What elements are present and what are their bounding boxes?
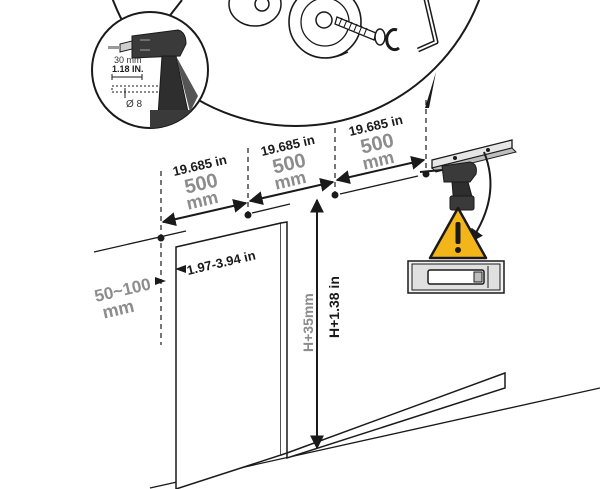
- edge-offset-mm-label: 50~100 mm: [93, 275, 153, 323]
- wall-plug-icon: [228, 0, 282, 27]
- spirit-level-icon: [407, 260, 505, 294]
- hole-marker: [157, 234, 165, 242]
- allen-key-icon: [416, 0, 439, 53]
- drill-icon: [419, 161, 477, 211]
- height-mm-label: H+35mm: [300, 293, 316, 352]
- wall-outline: [93, 175, 600, 489]
- mounting-bracket-icon: [288, 0, 362, 59]
- drill-depth-in: 1.18 IN.: [112, 64, 144, 74]
- spacing-arrows: [161, 156, 426, 227]
- detail-circle-drill: 30 mm 1.18 IN. Ø 8: [91, 11, 209, 129]
- edge-offset-arrows: [155, 265, 186, 285]
- spacing-label-1: 19.685 in 500 mm: [171, 152, 228, 214]
- drill-diameter: Ø 8: [126, 99, 143, 110]
- height-in-label: H+1.38 in: [326, 276, 342, 338]
- drill-icon: [108, 29, 198, 128]
- dashed-guides: [160, 100, 427, 345]
- screw-icon: [334, 16, 386, 46]
- detail-circle-hardware: [111, 0, 481, 127]
- hole-marker: [331, 191, 339, 199]
- warning-triangle-icon: [428, 206, 488, 260]
- cabinet-side-panel: [175, 221, 506, 489]
- drill-depth-mm: 30 mm: [114, 55, 142, 65]
- hole-marker: [244, 211, 252, 219]
- curved-pointer: [469, 151, 492, 244]
- washer-icon: [385, 28, 400, 52]
